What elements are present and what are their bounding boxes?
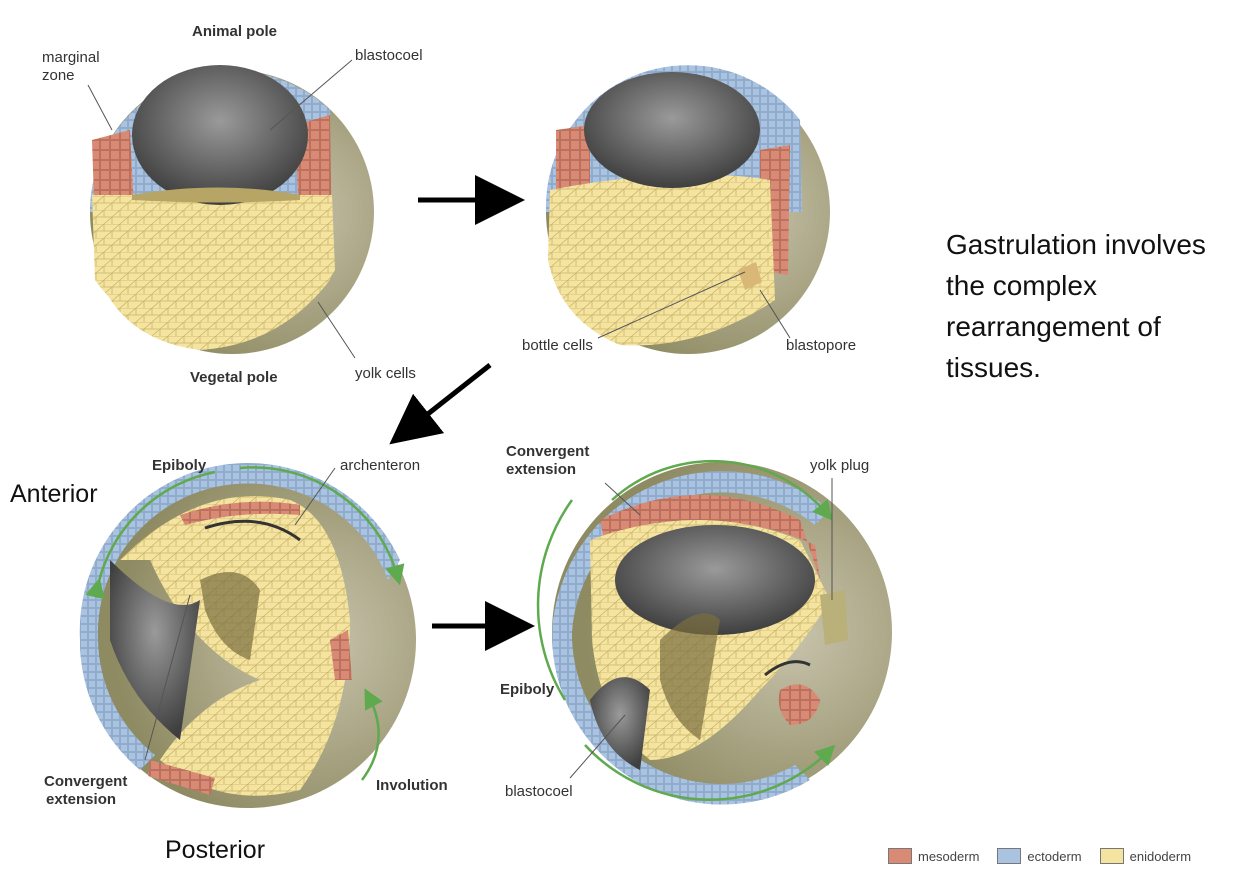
label-convergent-left-line1: Convergent [44,773,127,790]
legend-label-ectoderm: ectoderm [1027,848,1082,864]
legend-item-endoderm: enidoderm [1099,848,1192,864]
label-yolk-cells: yolk cells [355,365,416,382]
label-yolk-plug: yolk plug [810,457,869,474]
label-convergent-left-line2: extension [46,791,116,808]
embryo-early-gastrula [545,65,830,354]
legend: mesoderm ectoderm enidoderm [888,848,1191,864]
label-convergent-right-line2: extension [506,461,576,478]
embryo-late-gastrula [536,459,892,805]
label-marginal-zone-line2: zone [42,67,75,84]
label-vegetal-pole: Vegetal pole [190,369,278,386]
legend-item-mesoderm: mesoderm [888,848,979,864]
label-epiboly-right: Epiboly [500,681,555,698]
label-convergent-right-line1: Convergent [506,443,589,460]
label-blastopore: blastopore [786,337,856,354]
leader-lines [87,59,833,779]
embryo-mid-gastrula [79,463,416,808]
legend-swatch-endoderm [1099,848,1124,864]
legend-swatch-mesoderm [888,848,912,864]
label-anterior: Anterior [10,480,98,508]
label-involution: Involution [376,777,448,794]
legend-label-mesoderm: mesoderm [918,848,980,864]
label-blastocoel-bottom: blastocoel [505,783,573,800]
label-marginal-zone-line1: marginal [42,49,100,66]
label-bottle-cells: bottle cells [522,337,593,354]
label-epiboly-left: Epiboly [152,457,207,474]
arrow-2-to-3 [389,363,492,445]
embryo-blastula [90,65,374,354]
label-posterior: Posterior [165,836,265,864]
label-archenteron: archenteron [340,457,420,474]
legend-swatch-ectoderm [997,848,1022,864]
caption-text: Gastrulation involves the complex rearra… [946,229,1206,383]
legend-item-ectoderm: ectoderm [997,848,1082,864]
label-blastocoel-top: blastocoel [355,47,423,64]
legend-label-endoderm: enidoderm [1129,848,1192,864]
label-animal-pole: Animal pole [192,23,277,40]
